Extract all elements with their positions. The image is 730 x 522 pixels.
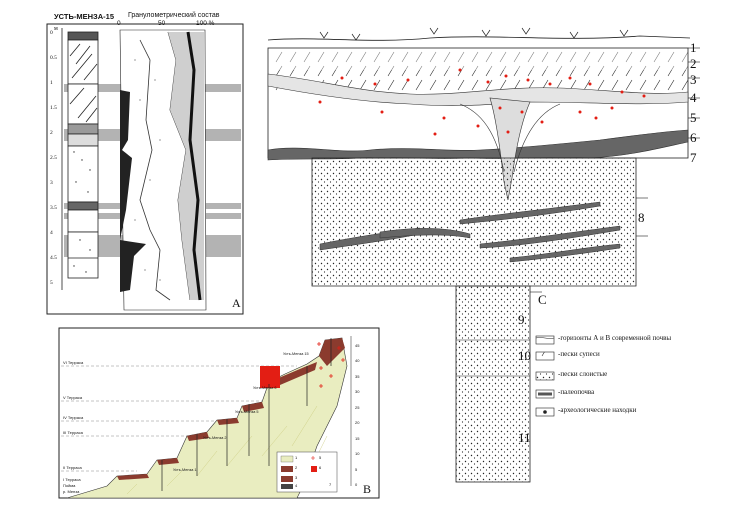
scale-tick: 35 <box>355 373 360 379</box>
depth-tick: 0.5 <box>50 55 57 61</box>
scale-tick: 0 <box>355 482 358 487</box>
site-label: Усть-Менза 1 <box>173 468 197 472</box>
layer-number: 11 <box>518 430 531 445</box>
site-label: Усть-Менза 5 <box>235 410 259 414</box>
stratigraphic-section <box>267 27 700 483</box>
panel-a: УСТЬ-МЕНЗА-15 Гранулометрический состав … <box>0 0 250 320</box>
scale-tick: 10 <box>355 451 360 456</box>
layer-number: 5 <box>690 110 697 125</box>
terrace-profile <box>58 327 380 499</box>
depth-tick: 5 <box>50 280 53 286</box>
layer-number: 8 <box>638 210 645 225</box>
panel-b-letter: B <box>363 482 372 496</box>
layer-number: 7 <box>690 150 697 165</box>
percent-tick: 0 <box>117 20 121 27</box>
depth-tick: 1 <box>50 80 53 86</box>
layer-number: 3 <box>690 72 697 87</box>
percent-tick: 50 <box>158 20 166 27</box>
terrace-label: VI Терраса <box>63 360 84 365</box>
layer-number: 6 <box>690 130 697 145</box>
legend-number: 7 <box>329 482 332 487</box>
depth-tick: 4.5 <box>50 255 57 261</box>
percent-tick: 100 % <box>196 20 215 27</box>
scale-tick: 40 <box>355 358 360 363</box>
layer-number: 1 <box>690 40 697 55</box>
scale-tick: 30 <box>355 389 360 394</box>
panel-a-letter: A <box>232 296 241 310</box>
legend-number: 1 <box>295 455 298 460</box>
terrace-label: II Терраса <box>63 465 82 470</box>
legend-number: 5 <box>319 455 322 460</box>
depth-tick: 2 <box>50 130 53 136</box>
scale-tick: 20 <box>355 420 360 425</box>
terrace-label: Пойма <box>63 483 76 488</box>
depth-tick: 4 <box>50 230 53 236</box>
panel-a-comp-title: Гранулометрический состав <box>128 12 220 19</box>
terrace-label: III Терраса <box>63 430 83 435</box>
scale-tick: 15 <box>355 435 360 441</box>
panel-a-title: УСТЬ-МЕНЗА-15 <box>54 12 114 21</box>
terrace-label: IV Терраса <box>63 415 84 420</box>
terrace-label: V Терраса <box>63 395 83 400</box>
depth-tick: 3 <box>50 180 53 186</box>
legend-item: -пески слоистые <box>558 370 608 378</box>
scale-tick: 45 <box>355 342 360 348</box>
legend-item: -палеопочва <box>558 388 595 396</box>
panel-c-letter: C <box>538 292 547 307</box>
legend-number: 6 <box>319 465 322 470</box>
terrace-label: I Терраса <box>63 477 81 482</box>
legend-item: -археологические находки <box>558 406 637 414</box>
depth-tick: 3.5 <box>50 205 57 211</box>
depth-tick: 0 <box>50 30 53 36</box>
terrace-label: р. Менза <box>63 489 80 494</box>
legend-item: -пески супеси <box>558 350 600 358</box>
layer-number: 2 <box>690 56 697 71</box>
granulometric-column <box>46 23 244 315</box>
legend-item: -горизонты А и В современной почвы <box>558 334 672 342</box>
panel-a-unit: м <box>54 26 58 32</box>
site-label: Усть-Менза 2 <box>203 436 227 440</box>
site-label: Усть-Менза 6 <box>253 386 277 390</box>
layer-number: 9 <box>518 312 525 327</box>
site-label: Усть-Менза 15 <box>283 352 309 356</box>
scale-tick: 5 <box>355 466 358 472</box>
legend-number: 3 <box>295 475 298 480</box>
scale-tick: 25 <box>355 404 360 410</box>
layer-number: 4 <box>690 90 697 105</box>
legend-number: 4 <box>295 483 298 488</box>
legend-number: 2 <box>295 465 298 470</box>
layer-number: 10 <box>518 348 531 363</box>
depth-tick: 1.5 <box>50 105 57 111</box>
depth-tick: 2.5 <box>50 155 57 161</box>
